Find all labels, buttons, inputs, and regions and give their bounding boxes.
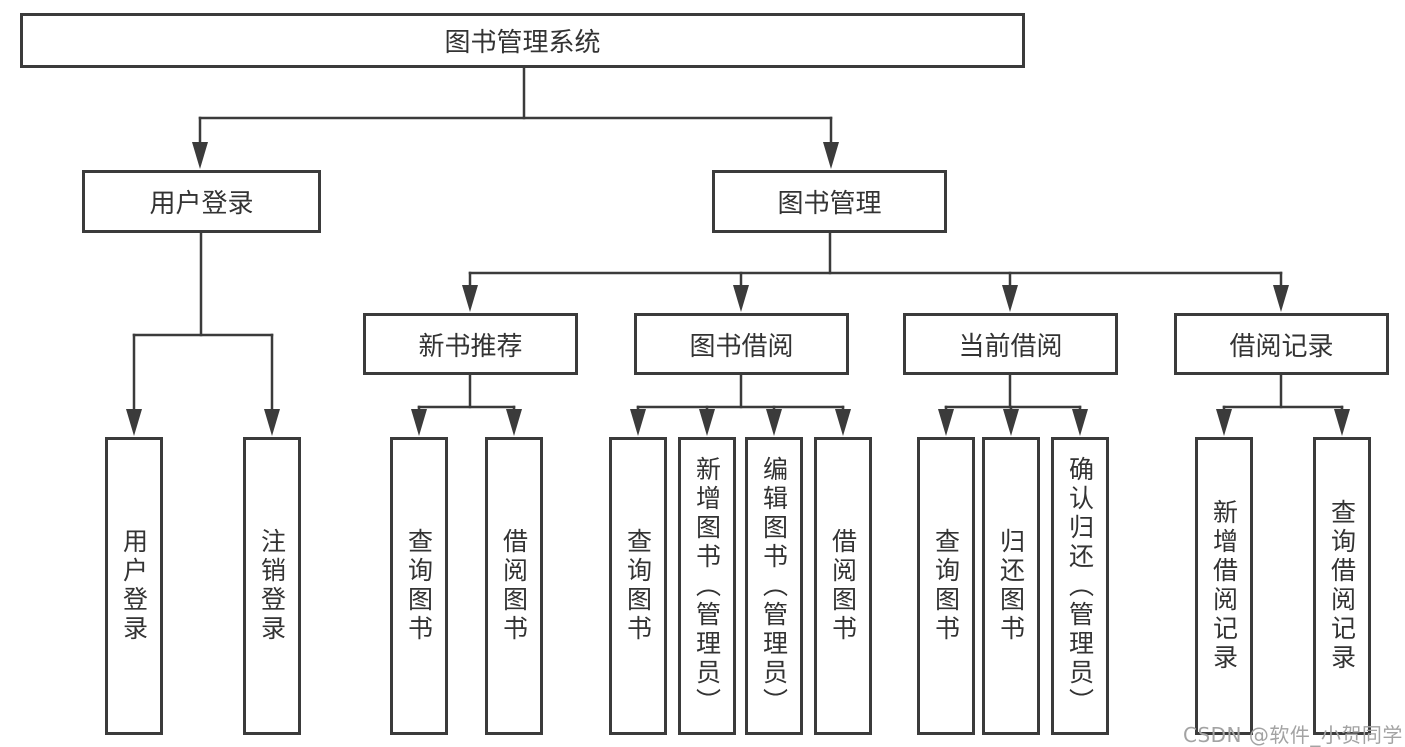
leaf-recommend-borrow-books: 借阅图书 bbox=[485, 437, 543, 735]
node-borrow-records-label: 借阅记录 bbox=[1229, 331, 1334, 362]
leaf-confirm-return-admin-label: 确认归还（管理员） bbox=[1065, 455, 1095, 717]
node-root-label: 图书管理系统 bbox=[444, 28, 601, 58]
leaf-query-borrow-record-label: 查询借阅记录 bbox=[1327, 499, 1357, 673]
node-current-borrow-label: 当前借阅 bbox=[958, 331, 1063, 362]
leaf-return-books-label: 归还图书 bbox=[996, 528, 1026, 644]
node-current-borrow: 当前借阅 bbox=[903, 313, 1118, 375]
leaf-recommend-query-books: 查询图书 bbox=[390, 437, 448, 735]
leaf-return-books: 归还图书 bbox=[982, 437, 1040, 735]
leaf-current-query-books-label: 查询图书 bbox=[931, 528, 961, 644]
leaf-current-query-books: 查询图书 bbox=[917, 437, 975, 735]
node-book-borrow: 图书借阅 bbox=[634, 313, 849, 375]
leaf-add-borrow-record: 新增借阅记录 bbox=[1195, 437, 1253, 735]
node-user-login: 用户登录 bbox=[82, 170, 321, 233]
leaf-recommend-borrow-books-label: 借阅图书 bbox=[499, 528, 529, 644]
leaf-edit-books-admin: 编辑图书（管理员） bbox=[745, 437, 803, 735]
leaf-edit-books-admin-label: 编辑图书（管理员） bbox=[759, 455, 789, 717]
leaf-logout: 注销登录 bbox=[243, 437, 301, 735]
leaf-query-borrow-record: 查询借阅记录 bbox=[1313, 437, 1371, 735]
node-root: 图书管理系统 bbox=[20, 13, 1025, 68]
leaf-borrow-books: 借阅图书 bbox=[814, 437, 872, 735]
leaf-borrow-query-books: 查询图书 bbox=[609, 437, 667, 735]
node-new-book-recommend: 新书推荐 bbox=[363, 313, 578, 375]
leaf-add-books-admin: 新增图书（管理员） bbox=[678, 437, 736, 735]
leaf-add-borrow-record-label: 新增借阅记录 bbox=[1209, 499, 1239, 673]
leaf-confirm-return-admin: 确认归还（管理员） bbox=[1051, 437, 1109, 735]
node-new-book-recommend-label: 新书推荐 bbox=[418, 331, 523, 362]
node-book-management-label: 图书管理 bbox=[777, 189, 882, 219]
watermark: CSDN @软件_小贺同学 bbox=[1183, 723, 1403, 747]
leaf-user-login: 用户登录 bbox=[105, 437, 163, 735]
leaf-add-books-admin-label: 新增图书（管理员） bbox=[692, 455, 722, 717]
node-book-management: 图书管理 bbox=[712, 170, 947, 233]
node-borrow-records: 借阅记录 bbox=[1174, 313, 1389, 375]
leaf-logout-label: 注销登录 bbox=[257, 528, 287, 644]
leaf-user-login-label: 用户登录 bbox=[119, 528, 149, 644]
leaf-borrow-books-label: 借阅图书 bbox=[828, 528, 858, 644]
node-book-borrow-label: 图书借阅 bbox=[689, 331, 794, 362]
node-user-login-label: 用户登录 bbox=[149, 189, 254, 219]
leaf-borrow-query-books-label: 查询图书 bbox=[623, 528, 653, 644]
leaf-recommend-query-books-label: 查询图书 bbox=[404, 528, 434, 644]
